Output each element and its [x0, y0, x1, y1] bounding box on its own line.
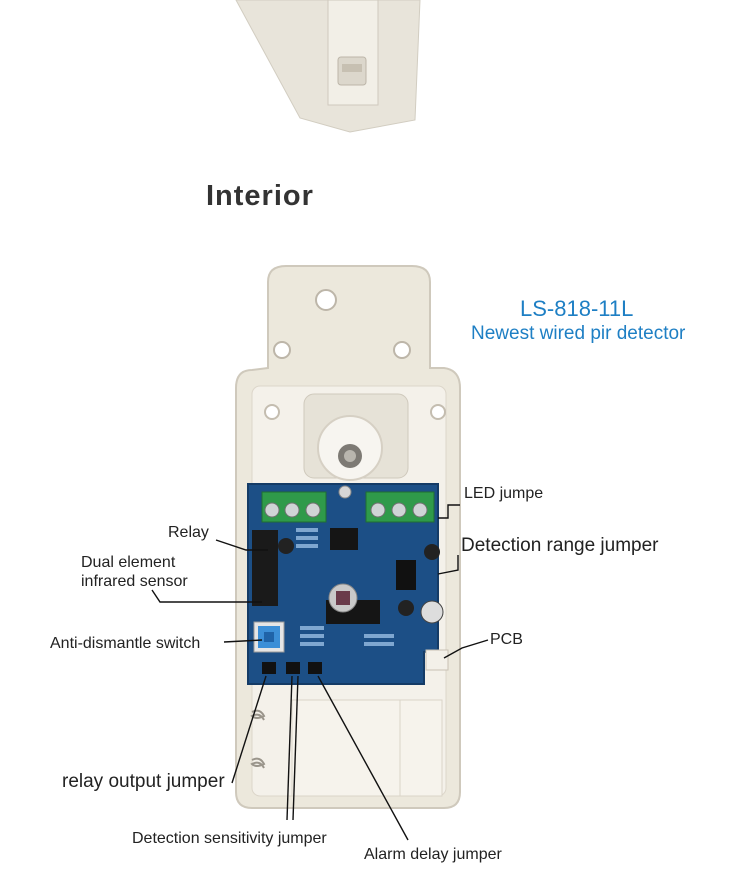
top-housing-fragment — [235, 0, 421, 133]
callout-anti-dismantle-switch: Anti-dismantle switch — [50, 635, 201, 652]
callout-detection-sensitivity-jumper: Detection sensitivity jumper — [132, 830, 327, 847]
callout-pcb: PCB — [490, 631, 523, 648]
pcb-board — [247, 483, 449, 685]
callout-relay: Relay — [168, 524, 209, 541]
callout-relay-output-jumper: relay output jumper — [62, 771, 225, 792]
callout-led-jumper: LED jumpe — [464, 485, 544, 502]
callout-detection-range-jumper: Detection range jumper — [461, 535, 659, 556]
callout-leader-lines — [151, 504, 489, 841]
product-model: LS-818-11L — [520, 296, 634, 321]
callout-dual-element-line2: infrared sensor — [81, 573, 188, 590]
product-subtitle: Newest wired pir detector — [471, 323, 686, 344]
callout-alarm-delay-jumper: Alarm delay jumper — [364, 846, 502, 863]
callout-dual-element-line1: Dual element — [81, 554, 176, 571]
section-heading: Interior — [206, 180, 314, 212]
